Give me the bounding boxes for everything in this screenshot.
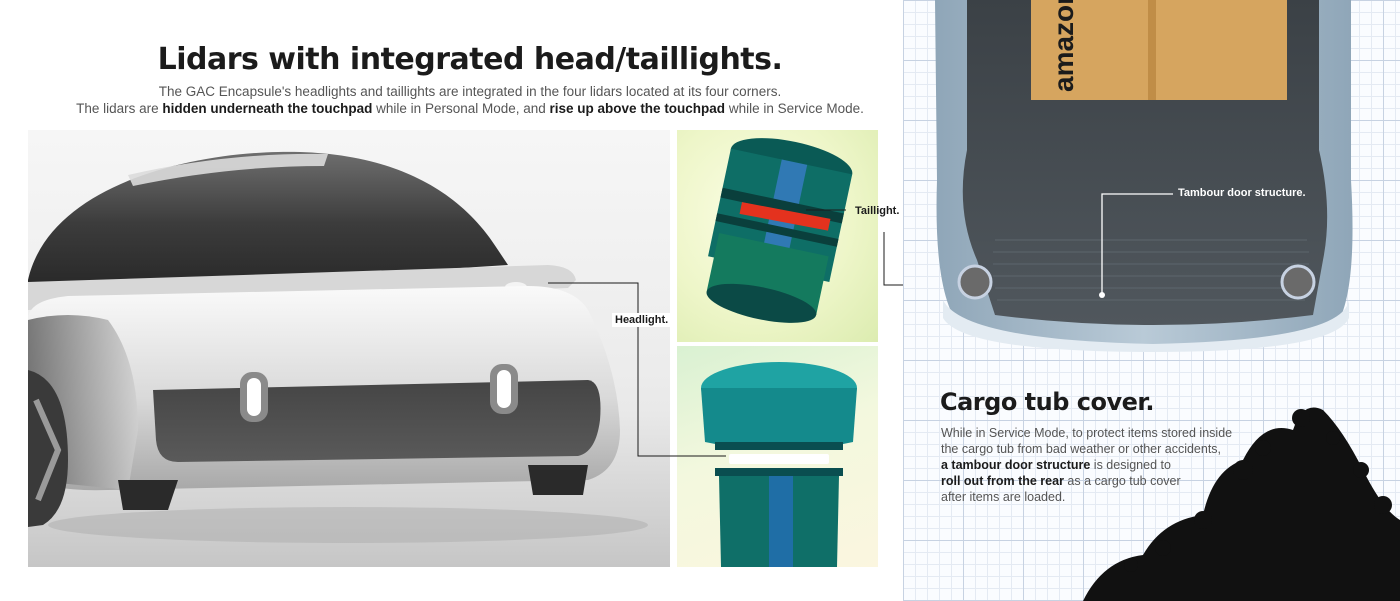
cargo-desc-line: While in Service Mode, to protect items … [941, 426, 1233, 440]
package-brand-text: amazon [1048, 0, 1079, 92]
lidar-groove [715, 213, 839, 247]
vehicle-topdown-illustration: amazon [935, 0, 1400, 601]
rear-lidar-left [957, 264, 993, 300]
cargo-desc-line: is designed to [1090, 458, 1171, 472]
tambour-leader-line [1101, 193, 1173, 294]
car-roof [28, 151, 508, 295]
cargo-grid-panel: amazon [903, 0, 1400, 601]
taillight-strip [739, 202, 831, 231]
lidar-groove [720, 187, 844, 224]
description-bold-hidden: hidden underneath the touchpad [162, 101, 373, 116]
page-title: Lidars with integrated head/taillights. [157, 42, 783, 77]
description-line-1: The GAC Encapsule's headlights and taill… [158, 84, 782, 99]
cargo-desc-line: the cargo tub from bad weather or other … [941, 442, 1222, 456]
cargo-desc-bold: roll out from the rear [941, 474, 1064, 488]
tambour-slats [993, 239, 1309, 301]
amazon-package [1031, 0, 1287, 100]
rear-lidar-right [1280, 264, 1316, 300]
taillight-callout: Taillight. [855, 205, 900, 217]
description-line-2: The lidars are hidden underneath the tou… [0, 101, 940, 116]
car-shadow [48, 507, 648, 543]
front-grille [153, 380, 601, 462]
lidar-groove [715, 442, 843, 450]
headlight-callout: Headlight. [612, 313, 672, 327]
foliage-silhouette [1083, 407, 1400, 601]
package-tape [1148, 0, 1156, 100]
rear-bumper [943, 300, 1349, 352]
headlight-right [497, 370, 511, 408]
lidar-taillight-illustration [706, 138, 853, 323]
tambour-leader-dot [1099, 292, 1105, 298]
description-bold-rise: rise up above the touchpad [549, 101, 726, 116]
lidar-bottom [706, 283, 817, 323]
lidar-upper-body [701, 388, 857, 450]
roof-light-bar [128, 153, 328, 186]
tire-front-right [528, 465, 588, 495]
lidar-blue-reflection [769, 476, 793, 567]
description-text: The lidars are [76, 101, 163, 116]
car-illustration [28, 151, 670, 567]
cargo-desc-line: as a cargo tub cover [1063, 474, 1181, 488]
cargo-title: Cargo tub cover. [940, 388, 1154, 416]
wheel-spoke [33, 398, 62, 502]
lidar-groove [715, 468, 843, 476]
cargo-description: While in Service Mode, to protect items … [941, 425, 1241, 505]
tambour-callout: Tambour door structure. [1178, 187, 1306, 199]
headlight-left [247, 378, 261, 416]
description-text: while in Personal Mode, and [372, 101, 550, 116]
taillight-lidar-render [677, 130, 878, 342]
cargo-desc-bold: a tambour door structure [941, 458, 1091, 472]
cargo-desc-line: after items are loaded. [941, 490, 1066, 504]
headlight-strip [729, 454, 829, 464]
description-text: while in Service Mode. [725, 101, 864, 116]
car-front-render [28, 130, 670, 567]
tire-front-left [118, 480, 178, 510]
headlight-lidar-render [677, 346, 878, 567]
lidar-headlight-illustration [701, 362, 857, 567]
